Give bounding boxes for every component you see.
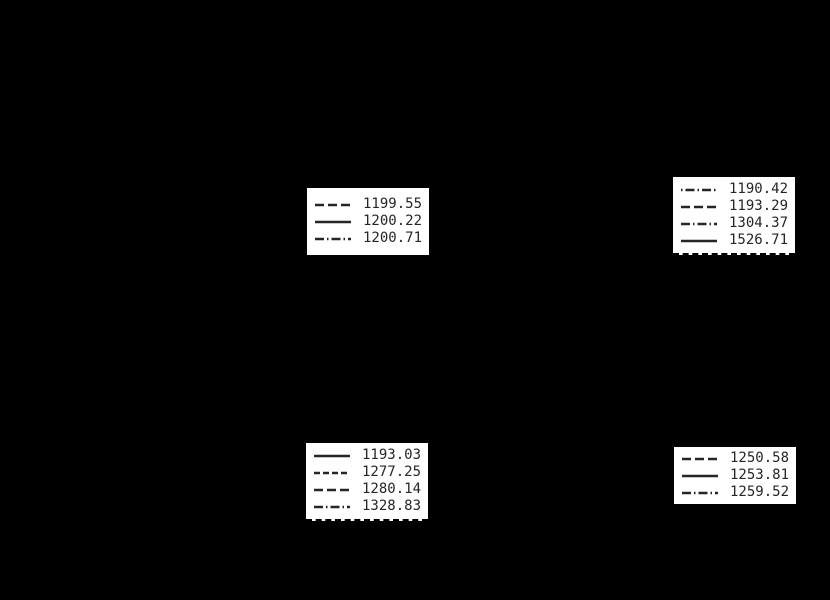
legend-line-swatch-dashdotdot	[681, 183, 717, 197]
legend-entry: 1280.14	[314, 481, 422, 498]
legend-entry-label: 1259.52	[730, 484, 790, 500]
legend-entry-label: 1277.25	[362, 464, 422, 480]
legend-entry-label: 1200.71	[363, 230, 423, 246]
legend-line-swatch-dashed	[682, 452, 718, 466]
legend-entry-label: 1193.29	[729, 198, 789, 214]
legend-entry-label: 1199.55	[363, 196, 423, 212]
legend-entry: 1526.71	[681, 232, 789, 249]
legend-entry-label: 1280.14	[362, 481, 422, 497]
legend-line-swatch-dashdot	[314, 500, 350, 514]
legend-line-swatch-dashdot	[682, 486, 718, 500]
legend-entry: 1193.03	[314, 447, 422, 464]
legend-entry: 1304.37	[681, 215, 789, 232]
legend-line-swatch-dashdot	[681, 217, 717, 231]
legend-line-swatch-finedashed	[314, 466, 350, 480]
legend-entry: 1190.42	[681, 181, 789, 198]
legend-entry: 1250.58	[682, 450, 790, 467]
legend-entry-label: 1253.81	[730, 467, 790, 483]
legend-entry-label: 1250.58	[730, 450, 790, 466]
legend-entry: 1253.81	[682, 467, 790, 484]
legend-line-swatch-solid	[682, 469, 718, 483]
legend-entry: 1200.71	[315, 230, 423, 247]
legend-entry-label: 1304.37	[729, 215, 789, 231]
legend-entry-label: 1526.71	[729, 232, 789, 248]
legend-entry-label: 1328.83	[362, 498, 422, 514]
legend-entry: 1328.83	[314, 498, 422, 515]
legend-entry-label: 1193.03	[362, 447, 422, 463]
legend-line-swatch-dashed	[315, 198, 351, 212]
legend-entry: 1193.29	[681, 198, 789, 215]
legend-line-swatch-solid	[681, 234, 717, 248]
legend-entry: 1259.52	[682, 484, 790, 501]
legend-entry-label: 1200.22	[363, 213, 423, 229]
legend-line-swatch-dashdot	[315, 232, 351, 246]
legend-entry-label: 1190.42	[729, 181, 789, 197]
legend-entry: 1199.55	[315, 196, 423, 213]
legend-entry: 1277.25	[314, 464, 422, 481]
legend-line-swatch-dashed	[681, 200, 717, 214]
legend-line-swatch-dashed	[314, 483, 350, 497]
legend-entry: 1200.22	[315, 213, 423, 230]
legend-line-swatch-solid	[314, 449, 350, 463]
legend-line-swatch-solid	[315, 215, 351, 229]
